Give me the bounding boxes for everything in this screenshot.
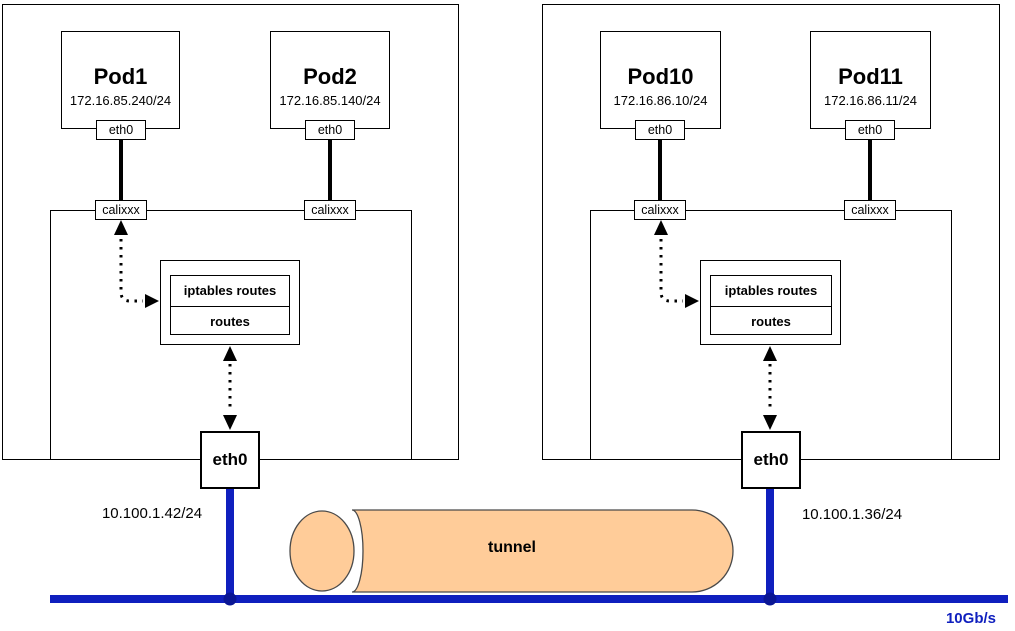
pod-ip: 172.16.86.10/24 bbox=[613, 93, 708, 108]
node1-host-ip-label: 10.100.1.42/24 bbox=[101, 505, 203, 522]
node2-routing-table-rows: iptables routes routes bbox=[710, 275, 832, 335]
tunnel-cap bbox=[289, 510, 355, 592]
tunnel-body bbox=[351, 509, 734, 593]
veth-connector-lines bbox=[119, 140, 872, 201]
pod-ip: 172.16.85.140/24 bbox=[279, 93, 381, 108]
pod1-calixxx-box: calixxx bbox=[95, 200, 147, 220]
node2-host-ip-label: 10.100.1.36/24 bbox=[801, 506, 903, 523]
routes-row: routes bbox=[210, 314, 250, 329]
arrowhead-up-icon bbox=[654, 220, 668, 235]
arrowhead-up-icon bbox=[223, 346, 237, 361]
pod10-calixxx-box: calixxx bbox=[634, 200, 686, 220]
pod10-box: Pod10 172.16.86.10/24 bbox=[600, 31, 721, 129]
node2-host-eth0-box: eth0 bbox=[741, 431, 801, 489]
pod-title: Pod11 bbox=[838, 64, 903, 89]
pod1-box: Pod1 172.16.85.240/24 bbox=[61, 31, 180, 129]
pod11-eth0-box: eth0 bbox=[845, 120, 895, 140]
arrowhead-right-icon bbox=[685, 294, 699, 308]
bus-junction-dot bbox=[223, 592, 237, 606]
pod-ip: 172.16.85.240/24 bbox=[69, 93, 172, 108]
iptables-routes-row: iptables routes bbox=[711, 276, 831, 307]
pod2-box: Pod2 172.16.85.140/24 bbox=[270, 31, 390, 129]
network-bus bbox=[50, 489, 1008, 606]
tunnel-shape bbox=[289, 509, 734, 593]
bus-junction-dot bbox=[763, 592, 777, 606]
pod11-calixxx-box: calixxx bbox=[844, 200, 896, 220]
pod-title: Pod1 bbox=[93, 64, 148, 89]
arrowhead-up-icon bbox=[114, 220, 128, 235]
bus-speed-label: 10Gb/s bbox=[945, 610, 996, 627]
arrowhead-down-icon bbox=[763, 415, 777, 430]
arrowhead-down-icon bbox=[223, 415, 237, 430]
pod2-calixxx-box: calixxx bbox=[304, 200, 356, 220]
pod11-box: Pod11 172.16.86.11/24 bbox=[810, 31, 931, 129]
pod1-eth0-box: eth0 bbox=[96, 120, 146, 140]
pod-title: Pod10 bbox=[627, 64, 694, 89]
pod10-eth0-box: eth0 bbox=[635, 120, 685, 140]
arrowhead-right-icon bbox=[145, 294, 159, 308]
arrowhead-up-icon bbox=[763, 346, 777, 361]
pod2-eth0-box: eth0 bbox=[305, 120, 355, 140]
tunnel-label: tunnel bbox=[488, 539, 536, 556]
node1-routing-table-rows: iptables routes routes bbox=[170, 275, 290, 335]
dotted-arrow-routing-eth0-node2 bbox=[763, 346, 777, 430]
pod-title: Pod2 bbox=[303, 64, 357, 89]
routes-row: routes bbox=[751, 314, 791, 329]
dotted-arrow-calixxx-routing-node2 bbox=[654, 220, 699, 308]
node1-host-eth0-box: eth0 bbox=[200, 431, 260, 489]
dotted-arrow-calixxx-routing-node1 bbox=[114, 220, 159, 308]
iptables-routes-row: iptables routes bbox=[171, 276, 289, 307]
dotted-arrow-routing-eth0-node1 bbox=[223, 346, 237, 430]
pod-ip: 172.16.86.11/24 bbox=[823, 93, 917, 108]
